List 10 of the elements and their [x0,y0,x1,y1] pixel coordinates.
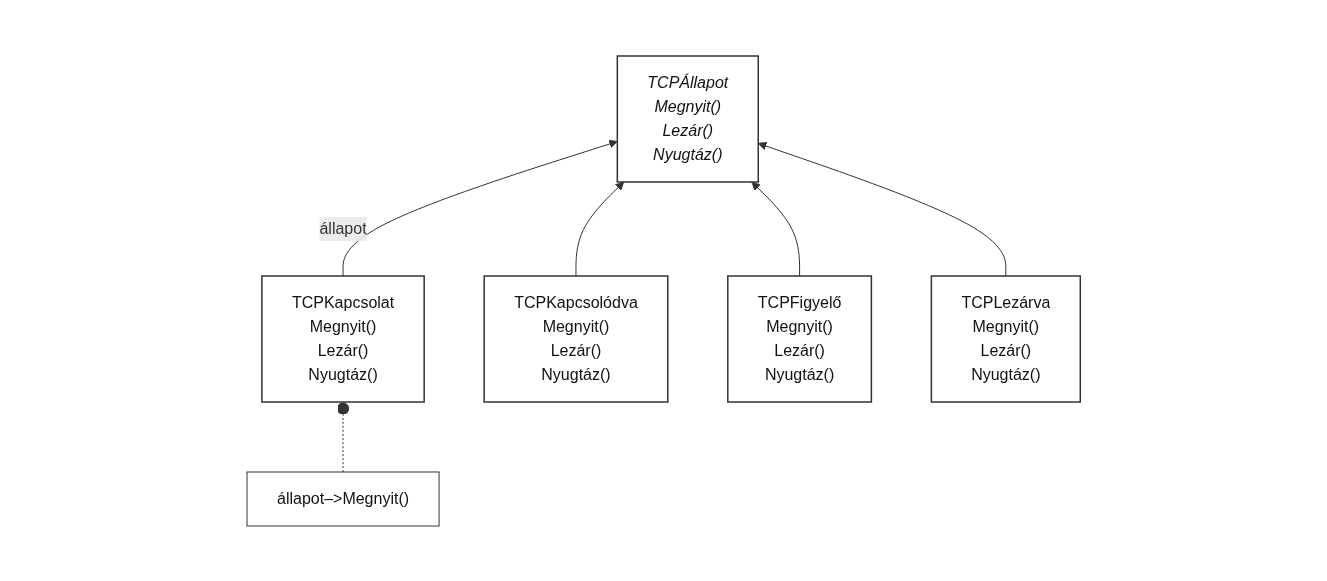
arrow [751,181,800,276]
edge-label: állapot [319,219,367,237]
node-box: TCPLezárva Megnyit() Lezár() Nyugtáz() [930,274,1081,403]
node-box: állapot–>Megnyit() [246,471,440,526]
node-box: TCPÁllapot Megnyit() Lezár() Nyugtáz() [616,54,759,183]
arrow [342,139,618,276]
node-box: TCPFigyelő Megnyit() Lezár() Nyugtáz() [726,274,872,403]
node-box: TCPKapcsolódva Megnyit() Lezár() Nyugtáz() [483,274,669,403]
arrow [575,181,624,276]
node-box: TCPKapcsolat Megnyit() Lezár() Nyugtáz() [261,274,425,403]
